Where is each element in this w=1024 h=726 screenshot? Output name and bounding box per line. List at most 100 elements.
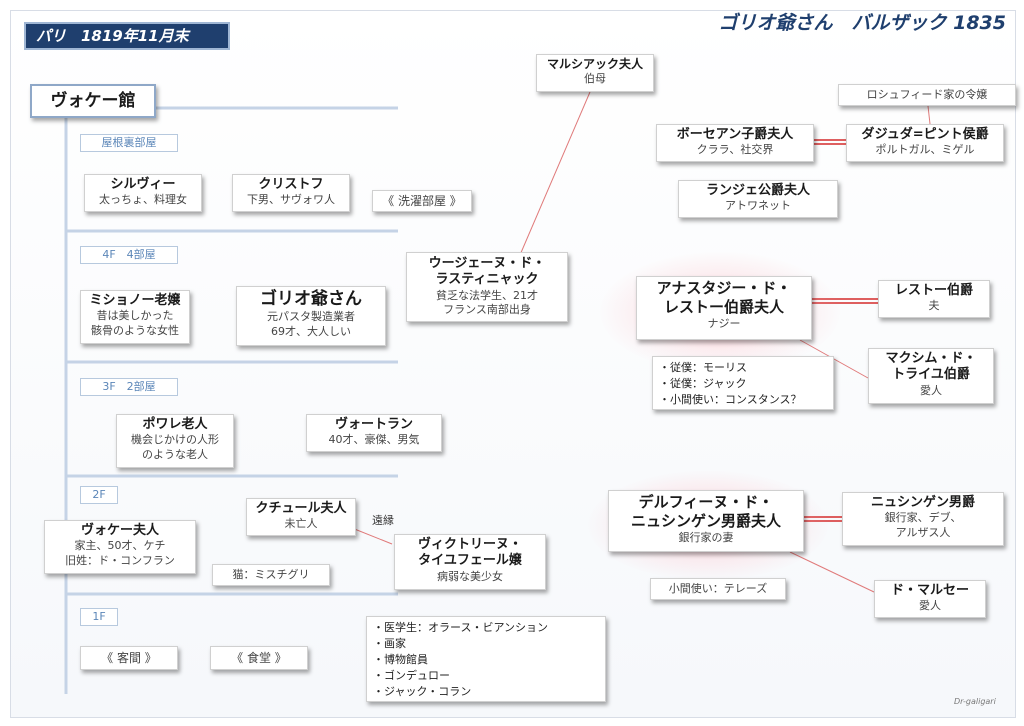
house-name: ヴォケー館 — [50, 91, 136, 111]
boarder-item: ・ジャック・コラン — [373, 685, 472, 698]
boarder-item: ・画家 — [373, 637, 406, 650]
work-title: ゴリオ爺さん バルザック 1835 — [718, 12, 1007, 34]
delphine-desc: 銀行家の妻 — [678, 530, 734, 544]
delphine-name-1: デルフィーヌ・ド・ — [638, 493, 774, 511]
distant-relative-note: 遠縁 — [372, 514, 394, 527]
person-poiret: ポワレ老人 機会じかけの人形 のような老人 — [116, 414, 234, 468]
servant-item: ・従僕：モーリス — [659, 361, 747, 374]
cat-note: 猫：ミスチグリ — [212, 564, 330, 586]
person-ajuda: ダジュダ=ピント侯爵 ポルトガル、ミゲル — [846, 124, 1004, 162]
trailles-desc: 愛人 — [920, 383, 942, 397]
person-rastignac: ウージェーヌ・ド・ ラスティニャック 貧乏な法学生、21才 フランス南部出身 — [406, 252, 568, 322]
cat-text: 猫：ミスチグリ — [232, 568, 310, 581]
anastasie-desc: ナジー — [707, 316, 741, 330]
person-nucingen: ニュシンゲン男爵 銀行家、デブ、 アルザス人 — [842, 492, 1004, 546]
house-box: ヴォケー館 — [30, 84, 156, 118]
victorine-name-2: タイユフェール嬢 — [418, 553, 522, 569]
person-marcillac: マルシアック夫人 伯母 — [536, 54, 654, 92]
person-rochefide-daughter: ロシュフィード家の令嬢 — [838, 84, 1016, 106]
parlor-text: 《 客間 》 — [101, 651, 157, 665]
person-anastasie: アナスタジー・ド・ レストー伯爵夫人 ナジー — [636, 276, 812, 340]
boarders-list: ・医学生：オラース・ビアンション ・画家 ・博物館員 ・ゴンデュロー ・ジャック… — [366, 616, 606, 702]
vautrin-name: ヴォートラン — [334, 417, 413, 432]
delphine-name-2: ニュシンゲン男爵夫人 — [630, 511, 781, 530]
nucingen-name: ニュシンゲン男爵 — [870, 495, 975, 510]
person-delphine: デルフィーヌ・ド・ ニュシンゲン男爵夫人 銀行家の妻 — [608, 490, 804, 552]
michonneau-desc-2: 骸骨のような女性 — [91, 324, 179, 338]
beauseant-name: ボーセアン子爵夫人 — [676, 127, 794, 142]
beauseant-desc: クララ、社交界 — [696, 143, 774, 157]
ajuda-name: ダジュダ=ピント侯爵 — [861, 127, 989, 142]
person-michonneau: ミショノー老嬢 昔は美しかった 骸骨のような女性 — [80, 290, 190, 344]
michonneau-name: ミショノー老嬢 — [89, 293, 181, 308]
person-couture: クチュール夫人 未亡人 — [246, 498, 356, 536]
rastignac-desc-2: フランス南部出身 — [443, 303, 531, 317]
dining-room: 《 食堂 》 — [210, 646, 308, 670]
laundry-text: 《 洗濯部屋 》 — [382, 194, 462, 208]
floor-label-4f: 4F 4部屋 — [80, 246, 178, 264]
rastignac-name-2: ラスティニャック — [435, 272, 539, 288]
anastasie-name-2: レストー伯爵夫人 — [663, 297, 784, 316]
floor-label-1f: 1F — [80, 608, 118, 626]
couture-name: クチュール夫人 — [255, 501, 347, 516]
victorine-name-1: ヴィクトリーヌ・ — [417, 537, 522, 552]
sylvie-desc: 太っちょ、料理女 — [99, 193, 187, 207]
goriot-desc-2: 69才、大人しい — [271, 325, 351, 339]
watermark: Dr-galigari — [954, 697, 996, 706]
diagram-frame — [10, 10, 1016, 718]
langeais-name: ランジェ公爵夫人 — [705, 183, 810, 198]
person-vautrin: ヴォートラン 40才、豪傑、男気 — [306, 414, 442, 452]
person-beauseant: ボーセアン子爵夫人 クララ、社交界 — [656, 124, 814, 162]
floor-label-attic: 屋根裏部屋 — [80, 134, 178, 152]
michonneau-desc-1: 昔は美しかった — [96, 309, 174, 323]
poiret-desc-1: 機会じかけの人形 — [131, 433, 219, 447]
ajuda-desc: ポルトガル、ミゲル — [875, 143, 975, 157]
victorine-desc: 病弱な美少女 — [437, 569, 503, 583]
rastignac-desc-1: 貧乏な法学生、21才 — [436, 288, 538, 302]
couture-desc: 未亡人 — [284, 517, 318, 531]
person-langeais: ランジェ公爵夫人 アトワネット — [678, 180, 838, 218]
person-vauquer: ヴォケー夫人 家主、50才、ケチ 旧姓：ド・コンフラン — [44, 520, 196, 574]
trailles-name-2: トライユ伯爵 — [892, 367, 970, 383]
marcillac-desc: 伯母 — [584, 72, 606, 85]
marsay-desc: 愛人 — [919, 599, 941, 613]
dining-text: 《 食堂 》 — [231, 651, 287, 665]
delphine-maid-note: 小間使い：テレーズ — [650, 578, 786, 600]
person-marsay: ド・マルセー 愛人 — [874, 580, 986, 618]
parlor-room: 《 客間 》 — [80, 646, 178, 670]
goriot-desc-1: 元パスタ製造業者 — [267, 310, 355, 324]
person-christophe: クリストフ 下男、サヴォワ人 — [232, 174, 350, 212]
sylvie-name: シルヴィー — [110, 177, 176, 192]
vauquer-name: ヴォケー夫人 — [80, 523, 159, 538]
floor-label-2f: 2F — [80, 486, 118, 504]
servant-item: ・小間使い：コンスタンス？ — [659, 393, 802, 406]
person-trailles: マクシム・ド・ トライユ伯爵 愛人 — [868, 348, 994, 404]
christophe-name: クリストフ — [258, 177, 324, 192]
vautrin-desc: 40才、豪傑、男気 — [328, 433, 420, 447]
nucingen-desc-2: アルザス人 — [895, 526, 951, 540]
nucingen-desc-1: 銀行家、デブ、 — [884, 511, 962, 525]
delphine-maid-text: 小間使い：テレーズ — [668, 582, 768, 595]
christophe-desc: 下男、サヴォワ人 — [247, 193, 335, 207]
anastasie-servants: ・従僕：モーリス ・従僕：ジャック ・小間使い：コンスタンス？ — [652, 356, 834, 410]
place-date-text: パリ 1819年11月末 — [36, 27, 189, 45]
rastignac-name-1: ウージェーヌ・ド・ — [428, 256, 546, 271]
poiret-name: ポワレ老人 — [142, 417, 208, 432]
place-date-banner: パリ 1819年11月末 — [24, 22, 230, 50]
trailles-name-1: マクシム・ド・ — [885, 351, 977, 366]
person-victorine: ヴィクトリーヌ・ タイユフェール嬢 病弱な美少女 — [394, 534, 546, 590]
marsay-name: ド・マルセー — [890, 583, 969, 598]
poiret-desc-2: のような老人 — [142, 448, 208, 462]
langeais-desc: アトワネット — [725, 199, 791, 213]
rochefide-daughter-name: ロシュフィード家の令嬢 — [866, 88, 988, 101]
boarder-item: ・医学生：オラース・ビアンション — [373, 621, 549, 634]
vauquer-desc-1: 家主、50才、ケチ — [74, 539, 166, 553]
person-restaud: レストー伯爵 夫 — [878, 280, 990, 318]
servant-item: ・従僕：ジャック — [659, 377, 747, 390]
vauquer-desc-2: 旧姓：ド・コンフラン — [65, 554, 175, 568]
boarder-item: ・博物館員 — [373, 653, 428, 666]
restaud-desc: 夫 — [928, 299, 940, 313]
marcillac-name: マルシアック夫人 — [546, 57, 643, 71]
restaud-name: レストー伯爵 — [894, 283, 973, 298]
goriot-name: ゴリオ爺さん — [260, 289, 362, 309]
